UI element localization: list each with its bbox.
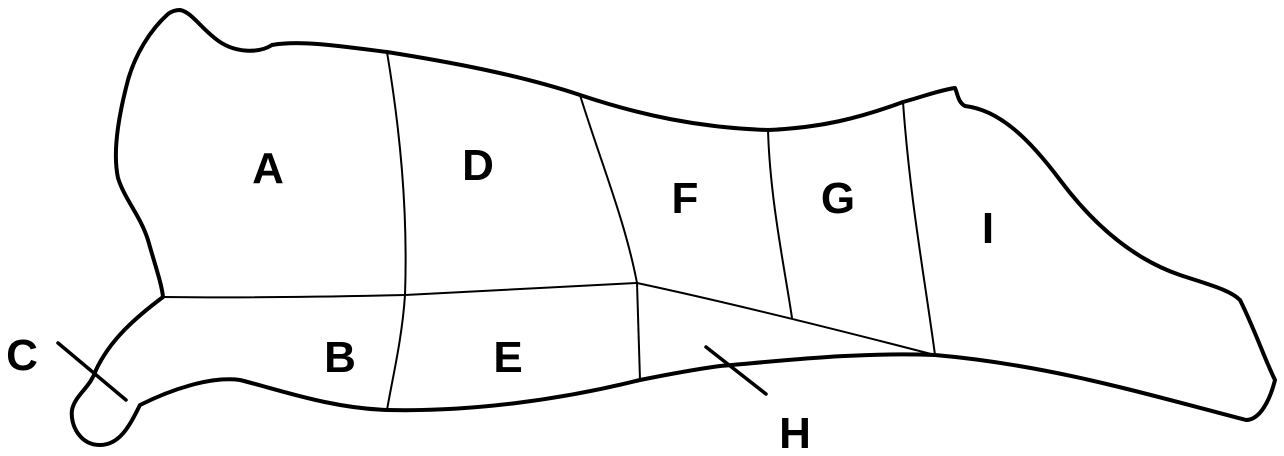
cut-label-h: H [779,409,811,456]
division-a-b [163,295,405,297]
division-e-h [637,283,640,380]
cut-label-f: F [672,174,699,223]
carcass-outline [72,10,1275,445]
cut-label-i: I [982,204,994,253]
cut-label-g: G [821,174,855,223]
cut-label-c: C [6,331,38,380]
division-fg-h [637,283,935,355]
cut-label-d: D [462,141,494,190]
cut-label-b: B [324,333,356,382]
division-d-e [405,283,637,295]
cut-label-e: E [493,333,522,382]
division-b-e [387,295,405,410]
division-f-g [768,130,792,318]
pointer-c [58,343,126,400]
division-g-i [903,102,935,355]
cut-label-a: A [252,144,284,193]
division-a-d [387,52,406,295]
division-d-f [580,95,637,283]
pointer-h [706,347,766,394]
